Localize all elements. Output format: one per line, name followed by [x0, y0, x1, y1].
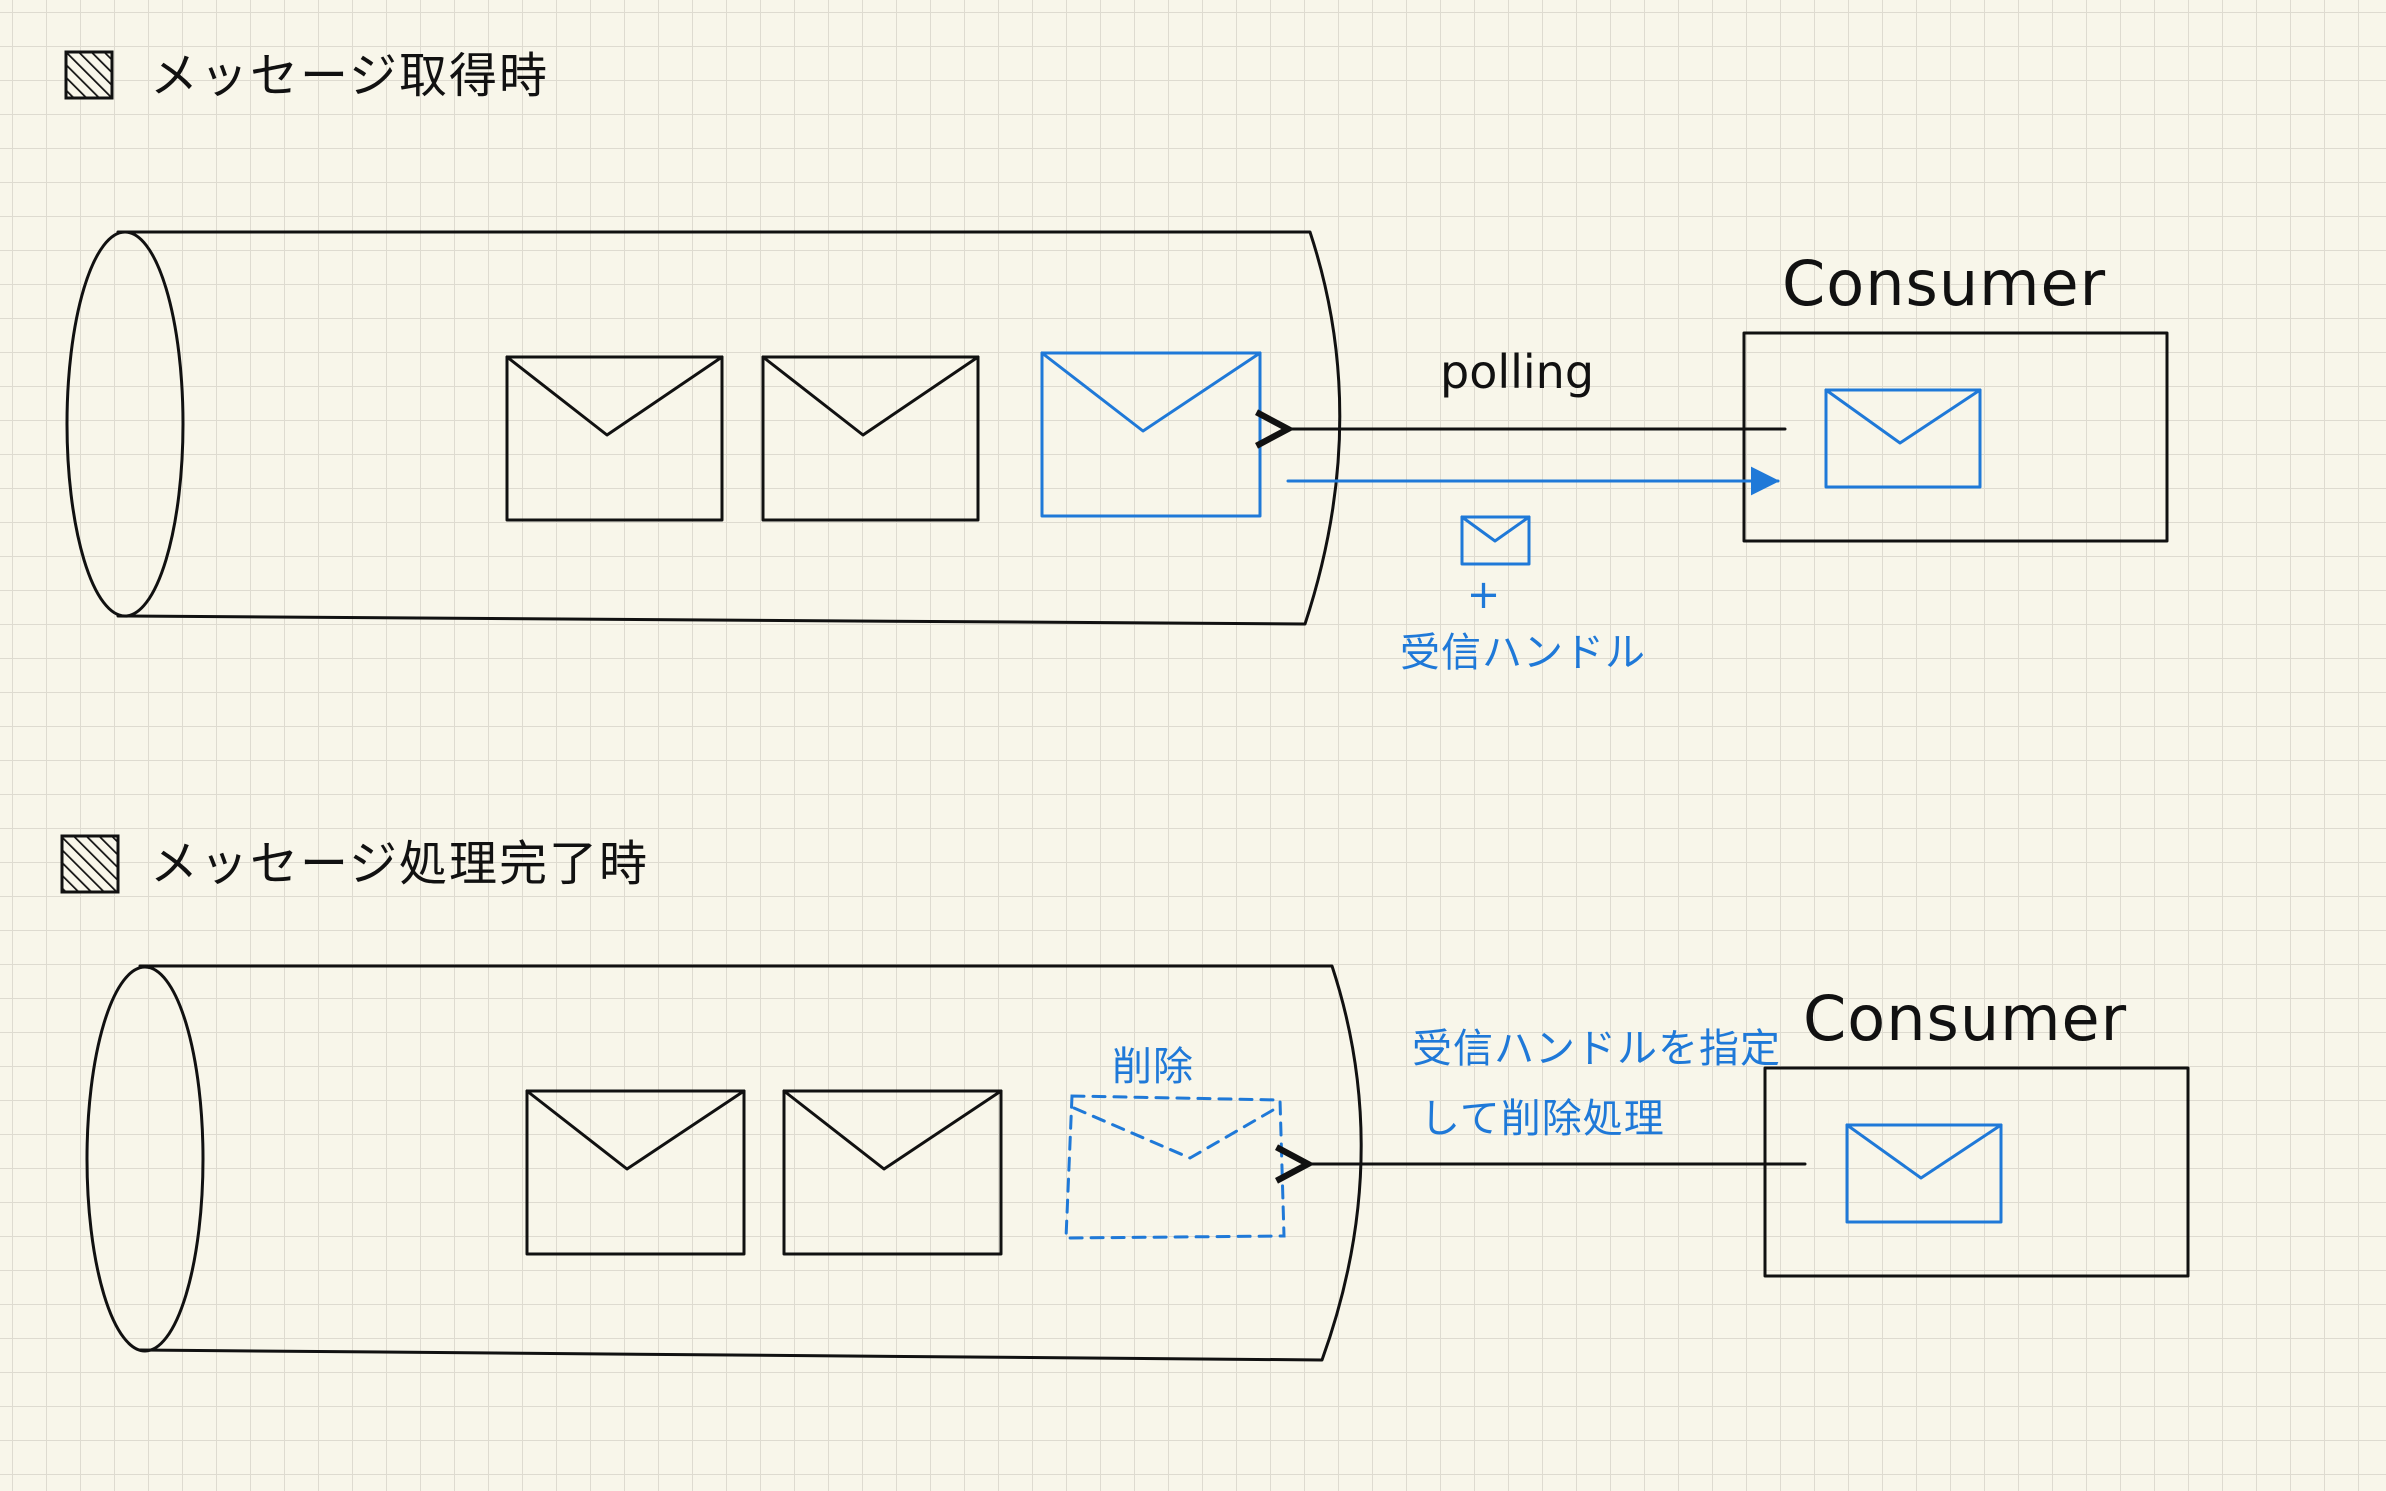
- envelope-icon: [761, 355, 980, 522]
- queue-cylinder: [65, 230, 1342, 626]
- envelope-icon: [1824, 388, 1982, 489]
- deleted-label: 削除: [1112, 1044, 1194, 1090]
- deleted-envelope-icon: [1064, 1094, 1286, 1240]
- envelope-icon: [782, 1089, 1003, 1256]
- hatched-checkbox-icon: [60, 834, 120, 894]
- consumer-box: [1763, 1066, 2190, 1278]
- plus-label: +: [1467, 572, 1502, 618]
- queue-cylinder: [85, 964, 1363, 1362]
- envelope-icon: [505, 355, 724, 522]
- envelope-icon-selected: [1040, 351, 1262, 518]
- envelope-icon: [525, 1089, 746, 1256]
- envelope-icon: [1845, 1123, 2003, 1224]
- hatched-checkbox-icon: [64, 50, 114, 100]
- section-message-processed: メッセージ処理完了時 削除 Consumer 受信ハンドルを指定 して削除処理: [60, 834, 2190, 1362]
- section-title: メッセージ取得時: [150, 48, 549, 104]
- delete-note-line1: 受信ハンドルを指定: [1412, 1026, 1781, 1072]
- receipt-handle-label: 受信ハンドル: [1400, 630, 1646, 676]
- consumer-label: Consumer: [1782, 247, 2106, 320]
- envelope-icon: [1460, 515, 1531, 566]
- delete-note-line2: して削除処理: [1420, 1096, 1665, 1142]
- section-title: メッセージ処理完了時: [150, 836, 649, 892]
- section-message-retrieval: メッセージ取得時 Consumer polling: [64, 48, 2169, 676]
- consumer-label: Consumer: [1803, 982, 2127, 1055]
- consumer-box: [1742, 331, 2169, 543]
- polling-label: polling: [1440, 345, 1594, 399]
